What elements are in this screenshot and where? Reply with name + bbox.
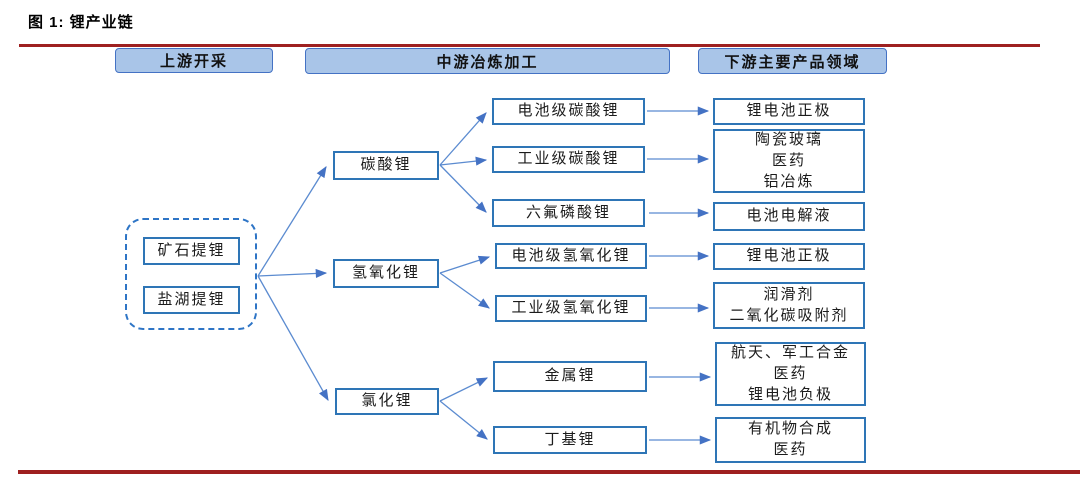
arrow-carbonate-to-hexafluorophosphate: [439, 164, 487, 213]
node-lithium-carbonate-label: 碳酸锂: [360, 157, 412, 173]
arrow-chloride-to-butyl: [439, 400, 488, 440]
arrow-carbonate-to-battery-carbonate: [439, 112, 487, 166]
node-ore-extraction-label: 矿石提锂: [157, 242, 226, 259]
node-aerospace-military-alloy: 航天、军工合金 医药 锂电池负极: [715, 342, 866, 406]
node-industrial-grade-carbonate: 工业级碳酸锂: [492, 146, 645, 173]
stage-header-downstream: 下游主要产品领域: [698, 48, 887, 74]
node-ceramics-pharma-aluminum: 陶瓷玻璃 医药 铝冶炼: [713, 129, 865, 193]
node-line-organic-synthesis: 有机物合成: [747, 421, 833, 437]
node-line-co2-adsorbent: 二氧化碳吸附剂: [729, 307, 849, 324]
node-line-pharma: 医药: [771, 152, 806, 169]
node-lithium-carbonate: 碳酸锂: [333, 151, 439, 180]
arrow-hydroxide-to-industrial-hydroxide: [439, 272, 490, 309]
node-butyllithium-label: 丁基锂: [544, 431, 596, 448]
node-battery-electrolyte: 电池电解液: [713, 202, 865, 231]
node-lithium-metal: 金属锂: [493, 361, 647, 392]
node-line-lubricant: 润滑剂: [763, 286, 815, 303]
arrow-upstream-to-hydroxide: [257, 268, 328, 278]
node-organic-synthesis: 有机物合成 医药: [715, 417, 866, 463]
node-brine-extraction-label: 盐湖提锂: [157, 291, 226, 308]
node-industrial-grade-hydroxide: 工业级氢氧化锂: [495, 295, 647, 322]
arrow-upstream-to-chloride: [257, 275, 329, 401]
node-battery-cathode-2: 锂电池正极: [713, 243, 865, 270]
stage-header-downstream-label: 下游主要产品领域: [724, 54, 861, 71]
node-lithium-hexafluorophosphate-label: 六氟磷酸锂: [525, 204, 611, 221]
node-lubricant-adsorbent: 润滑剂 二氧化碳吸附剂: [713, 282, 865, 329]
stage-header-midstream-label: 中游冶炼加工: [436, 54, 539, 71]
stage-header-midstream: 中游冶炼加工: [305, 48, 670, 74]
arrow-hydroxide-to-battery-hydroxide: [439, 255, 491, 274]
node-line-ceramics-glass: 陶瓷玻璃: [754, 131, 823, 148]
arrow-chloride-to-metal: [439, 377, 489, 402]
stage-header-upstream-label: 上游开采: [159, 54, 228, 70]
figure-title: 图 1: 锂产业链: [28, 14, 134, 31]
node-butyllithium: 丁基锂: [493, 426, 647, 454]
arrow-carbonate-to-industrial-carbonate: [439, 156, 488, 166]
node-lithium-hydroxide: 氢氧化锂: [333, 259, 439, 288]
node-lithium-hydroxide-label: 氢氧化锂: [351, 265, 420, 281]
stage-header-upstream: 上游开采: [115, 48, 273, 73]
node-lithium-chloride: 氯化锂: [335, 388, 439, 415]
node-line-pharma3: 医药: [773, 442, 808, 458]
node-line-aluminum-smelting: 铝冶炼: [763, 173, 815, 190]
node-ore-extraction: 矿石提锂: [143, 237, 240, 265]
node-battery-grade-carbonate: 电池级碳酸锂: [492, 98, 645, 125]
bottom-rule-line: [18, 470, 1080, 474]
node-line-battery-anode: 锂电池负极: [747, 386, 833, 403]
node-battery-electrolyte-label: 电池电解液: [746, 208, 832, 224]
node-battery-cathode-2-label: 锂电池正极: [746, 248, 832, 264]
node-brine-extraction: 盐湖提锂: [143, 286, 240, 314]
top-rule-line: [19, 44, 1040, 47]
upstream-group-dashed-box: [125, 218, 257, 330]
node-battery-grade-hydroxide-label: 电池级氢氧化锂: [511, 247, 631, 264]
node-industrial-grade-carbonate-label: 工业级碳酸锂: [517, 151, 620, 167]
node-battery-grade-hydroxide: 电池级氢氧化锂: [495, 243, 647, 269]
node-line-pharma2: 医药: [773, 365, 808, 382]
node-battery-cathode-1-label: 锂电池正极: [746, 103, 832, 119]
node-lithium-metal-label: 金属锂: [544, 368, 596, 384]
node-lithium-hexafluorophosphate: 六氟磷酸锂: [492, 199, 645, 227]
node-line-aerospace-alloy: 航天、军工合金: [730, 344, 850, 361]
node-battery-grade-carbonate-label: 电池级碳酸锂: [517, 103, 620, 119]
node-battery-cathode-1: 锂电池正极: [713, 98, 865, 125]
node-lithium-chloride-label: 氯化锂: [361, 393, 413, 409]
node-industrial-grade-hydroxide-label: 工业级氢氧化锂: [511, 300, 631, 316]
arrow-upstream-to-carbonate: [257, 166, 327, 277]
